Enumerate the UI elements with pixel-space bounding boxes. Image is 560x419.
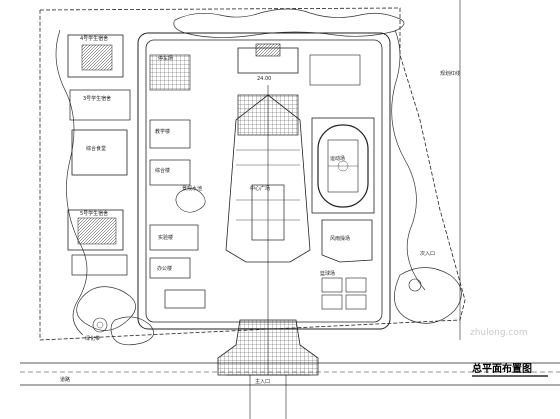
label-teaching: 教学楼 — [155, 128, 170, 135]
label-dorm-4: 4号学生宿舍 — [80, 35, 108, 42]
green-belt-bottom-right — [394, 267, 462, 324]
label-road: 道路 — [60, 376, 70, 383]
green-belt-bottom-left — [76, 286, 154, 346]
label-pond: 景观水池 — [182, 185, 202, 192]
basketball-court-2 — [345, 277, 367, 293]
basketball-court-1 — [321, 277, 343, 293]
label-gate: 主入口 — [255, 378, 270, 385]
basketball-court-3 — [321, 294, 343, 310]
label-court: 篮球场 — [320, 270, 335, 277]
label-entrance2: 次入口 — [420, 250, 435, 257]
watermark-text: zhulong.com — [470, 328, 528, 338]
green-belt-left — [55, 29, 88, 336]
label-gym: 风雨操场 — [330, 235, 350, 242]
stadium-track — [317, 124, 369, 208]
label-square: 中心广场 — [250, 185, 270, 192]
label-lab: 实验楼 — [158, 234, 173, 241]
dorm-4-inner — [81, 44, 113, 71]
label-green: 绿化带 — [85, 335, 100, 342]
canteen — [71, 129, 128, 176]
label-measure: 24.00 — [257, 76, 271, 82]
pond — [175, 188, 206, 213]
label-dorm-5: 5号学生宿舍 — [80, 210, 108, 217]
entrance-plaza — [217, 319, 319, 376]
label-parking: 停车场 — [158, 55, 173, 62]
label-admin: 办公楼 — [157, 265, 172, 272]
label-boundary: 规划红线 — [440, 70, 460, 77]
green-belt-top — [173, 8, 405, 38]
green-belt-right — [391, 29, 426, 291]
label-canteen: 综合食堂 — [86, 145, 106, 152]
gym — [321, 219, 373, 263]
building-left-bottom — [164, 289, 206, 309]
lab-building — [149, 224, 199, 251]
office-building — [149, 257, 191, 279]
admin-tower — [255, 43, 281, 57]
site-boundary — [39, 7, 466, 341]
teaching-building-b — [149, 159, 191, 186]
label-stadium: 运动场 — [330, 155, 345, 162]
parking-top-right — [309, 54, 361, 86]
label-library: 综合楼 — [155, 167, 170, 174]
dorm-6 — [71, 254, 128, 276]
parking-top-left — [149, 54, 191, 91]
dorm-5 — [67, 209, 124, 251]
dorm-5-inner — [77, 217, 117, 245]
central-building — [251, 184, 285, 241]
basketball-court-4 — [345, 294, 367, 310]
dorm-3 — [69, 89, 131, 121]
teaching-building-a — [149, 119, 191, 149]
drawing-title: 总平面布置图 — [472, 362, 532, 375]
dorm-4 — [67, 34, 124, 78]
label-dorm-3: 3号学生宿舍 — [83, 95, 111, 102]
stadium-frame — [311, 117, 375, 214]
